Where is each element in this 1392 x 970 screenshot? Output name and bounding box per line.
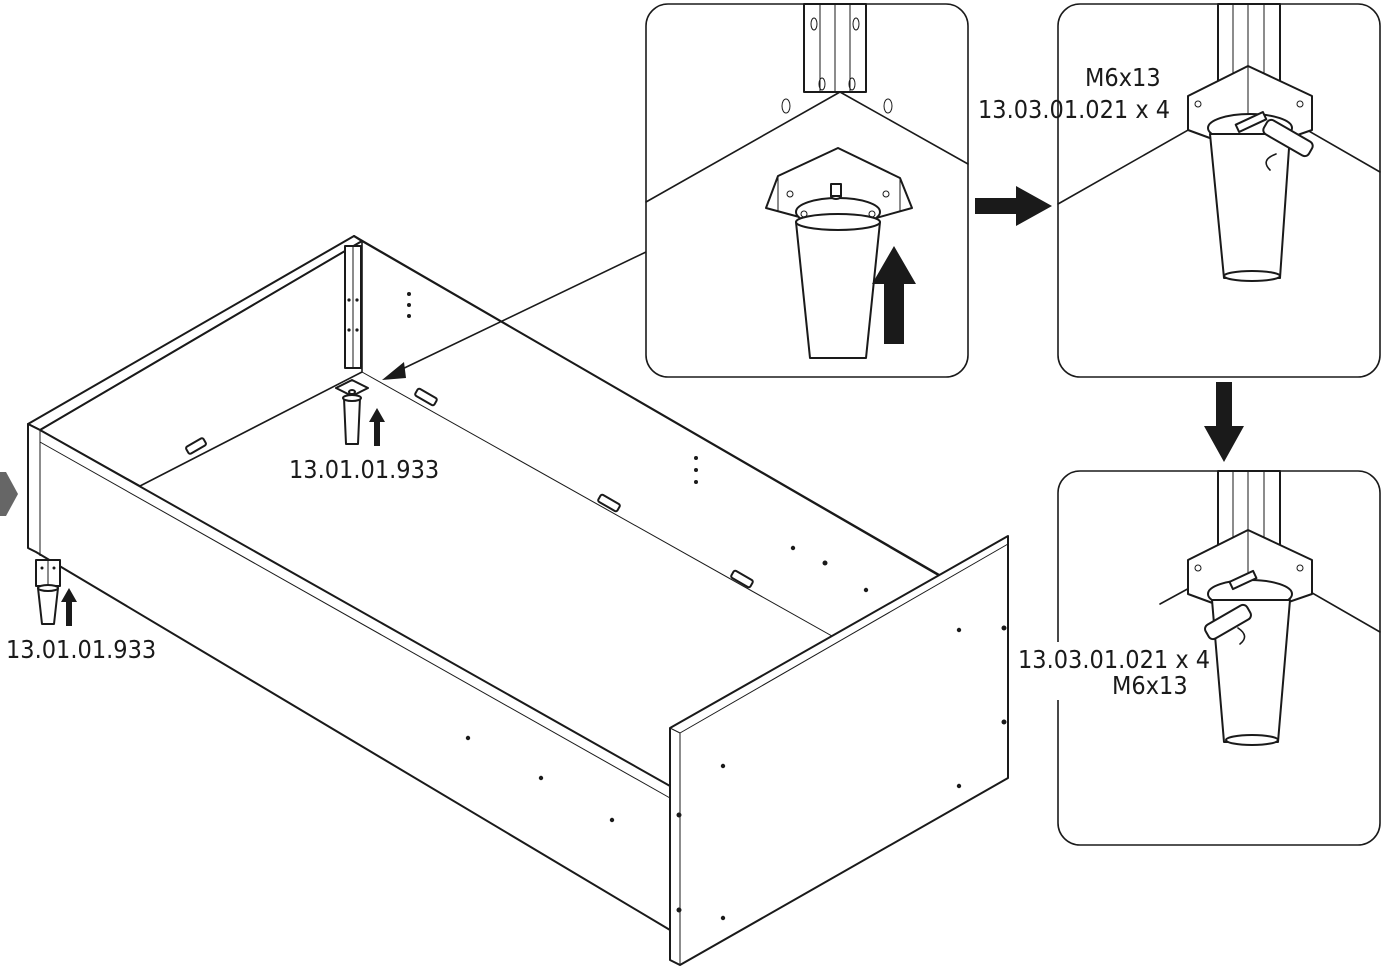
slat-bracket	[185, 437, 207, 455]
screwdriver-icon	[1204, 603, 1252, 645]
screwdriver-icon	[1262, 118, 1314, 171]
back-panel-inner	[39, 240, 363, 487]
previous-step-marker	[0, 472, 18, 516]
detail-panel-2: M6x13 13.03.01.021 x 4	[978, 3, 1381, 378]
callout-arrowhead	[382, 362, 406, 380]
back-rail	[27, 235, 363, 431]
leg-outer	[35, 559, 61, 625]
detail-panel-1	[645, 3, 969, 378]
panel3-size-label: M6x13	[1112, 671, 1188, 700]
arrow-right-icon	[975, 186, 1052, 226]
slat-bracket	[730, 569, 754, 589]
front-side-panel	[27, 423, 671, 931]
panel2-size-label: M6x13	[1085, 63, 1161, 92]
arrow-up-icon	[61, 588, 77, 626]
leg-inner	[335, 379, 369, 445]
panel2-code-label: 13.03.01.021 x 4	[978, 95, 1170, 124]
slat-bracket	[597, 493, 621, 513]
inner-floor-edge	[361, 371, 833, 637]
bed-frame	[27, 235, 1009, 966]
slat-bracket	[414, 387, 438, 407]
leg-inner-label: 13.01.01.933	[289, 455, 439, 484]
arrow-up-icon	[872, 246, 916, 344]
arrow-down-icon	[1204, 382, 1244, 462]
callout-line	[395, 251, 647, 373]
arrow-up-icon	[369, 408, 385, 446]
footboard-panel	[669, 535, 1009, 966]
panel3-code-label: 13.03.01.021 x 4	[1018, 645, 1210, 674]
leg-outer-label: 13.01.01.933	[6, 635, 156, 664]
detail-panel-3: 13.03.01.021 x 4 M6x13	[1014, 470, 1381, 846]
